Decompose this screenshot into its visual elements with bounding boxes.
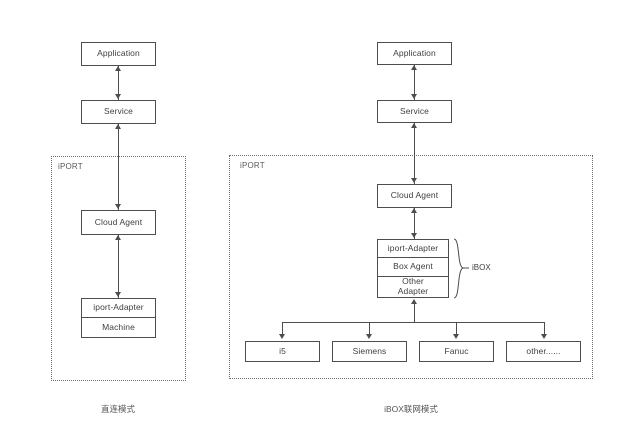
right-node-other-adapter[interactable]: Other Adapter xyxy=(377,277,449,298)
left-arrow-up-to-cloudagent xyxy=(115,235,121,240)
left-arrow-up-to-application xyxy=(115,66,121,71)
right-branch-other xyxy=(544,322,545,335)
right-device-box-other[interactable]: other...... xyxy=(506,341,581,362)
right-branch-siemens xyxy=(369,322,370,335)
right-node-box-agent[interactable]: Box Agent xyxy=(377,258,449,277)
right-panel-caption: iBOX联网模式 xyxy=(384,404,438,414)
right-arrow-down-to-cloudagent xyxy=(411,178,417,183)
right-node-application[interactable]: Application xyxy=(377,42,452,65)
left-arrow-down-to-cloudagent xyxy=(115,204,121,209)
right-arrow-up-to-service xyxy=(411,123,417,128)
right-node-iport-adapter[interactable]: iport-Adapter xyxy=(377,239,449,258)
left-connector-service-cloudagent xyxy=(118,124,119,210)
left-node-machine[interactable]: Machine xyxy=(81,318,156,338)
right-arrow-down-to-ibox xyxy=(411,233,417,238)
right-connector-application-service xyxy=(414,65,415,100)
right-arrow-down-to-siemens xyxy=(366,334,372,339)
left-connector-application-service xyxy=(118,66,119,100)
left-node-service[interactable]: Service xyxy=(81,100,156,124)
ibox-brace-label: iBOX xyxy=(472,263,491,272)
right-arrow-up-to-cloudagent xyxy=(411,208,417,213)
left-arrow-down-to-adapter xyxy=(115,292,121,297)
right-device-box-i5[interactable]: i5 xyxy=(245,341,320,362)
right-connector-ibox-devices-stem xyxy=(414,304,415,323)
right-device-box-fanuc[interactable]: Fanuc xyxy=(419,341,494,362)
right-node-service[interactable]: Service xyxy=(377,100,452,123)
right-arrow-up-to-application xyxy=(411,65,417,70)
left-iport-group-label: iPORT xyxy=(58,162,83,171)
right-device-box-siemens[interactable]: Siemens xyxy=(332,341,407,362)
ibox-brace xyxy=(453,238,469,299)
left-node-iport-adapter[interactable]: iport-Adapter xyxy=(81,298,156,318)
right-arrow-down-to-other xyxy=(541,334,547,339)
left-node-application[interactable]: Application xyxy=(81,42,156,66)
left-arrow-down-to-service xyxy=(115,94,121,99)
left-node-cloud-agent[interactable]: Cloud Agent xyxy=(81,210,156,235)
right-connector-service-cloudagent xyxy=(414,123,415,184)
left-panel-caption: 直连模式 xyxy=(100,404,135,414)
right-iport-group-label: iPORT xyxy=(240,161,265,170)
right-arrow-down-to-i5 xyxy=(279,334,285,339)
left-connector-cloudagent-adapter xyxy=(118,235,119,298)
right-branch-fanuc xyxy=(456,322,457,335)
right-branch-i5 xyxy=(282,322,283,335)
left-arrow-up-to-service xyxy=(115,124,121,129)
right-devices-bus xyxy=(282,322,544,323)
right-arrow-down-to-service xyxy=(411,94,417,99)
right-arrow-down-to-fanuc xyxy=(453,334,459,339)
right-node-cloud-agent[interactable]: Cloud Agent xyxy=(377,184,452,208)
right-iport-group xyxy=(229,155,593,379)
right-arrow-up-to-ibox-from-devices xyxy=(411,299,417,304)
right-connector-cloudagent-ibox xyxy=(414,208,415,239)
